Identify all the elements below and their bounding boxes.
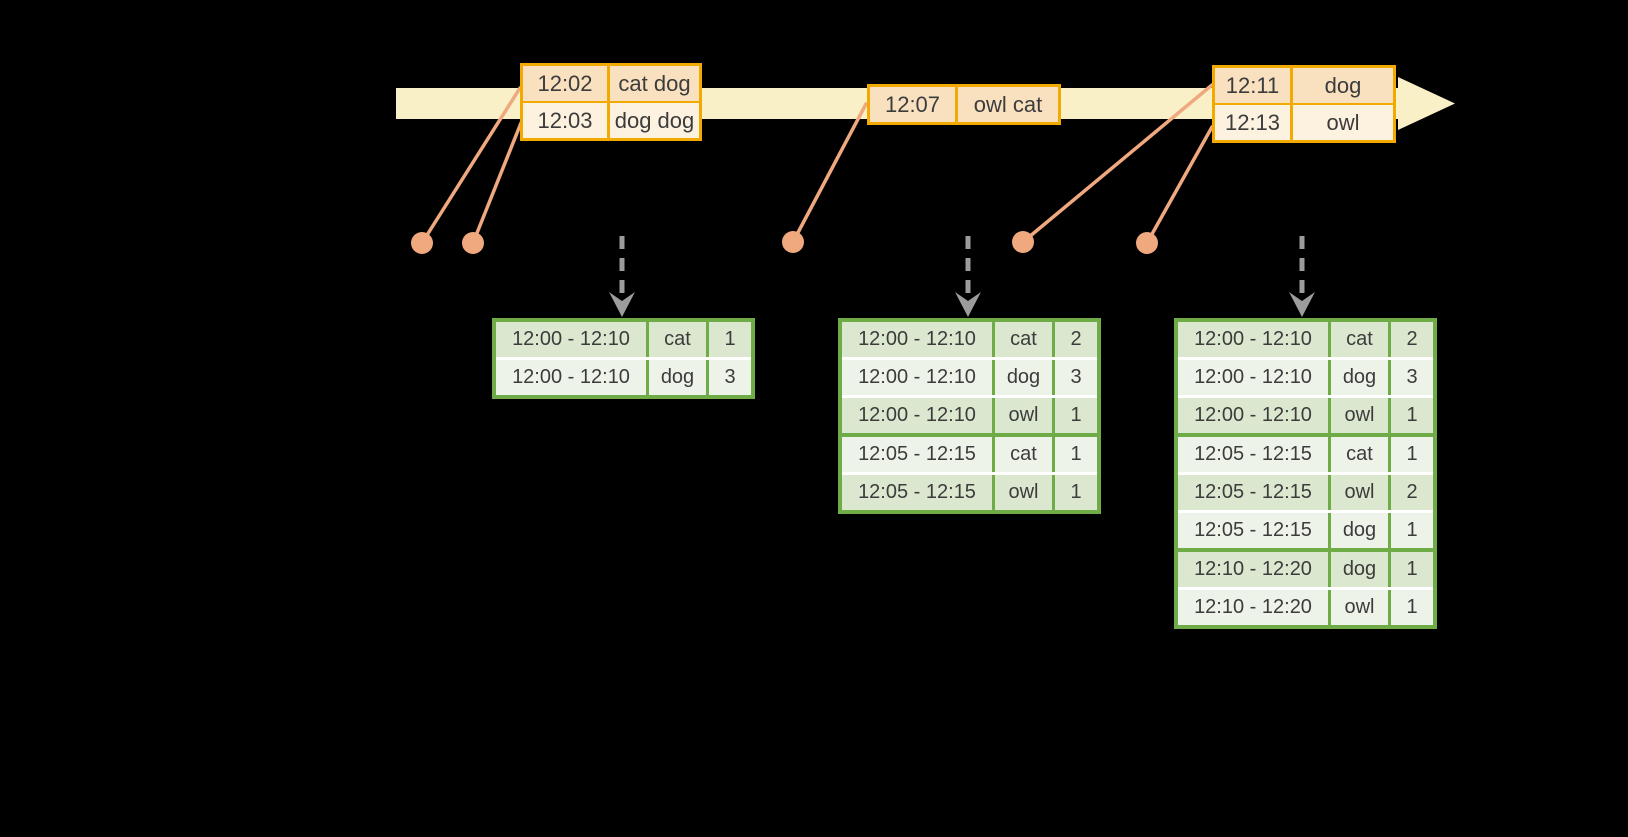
result-word-cell: dog: [1328, 360, 1388, 395]
connector-line: [420, 86, 522, 245]
event-connector-lines: [420, 83, 1214, 245]
event-row: 12:11 dog: [1215, 68, 1393, 103]
connector-line: [791, 102, 868, 244]
result-table-1: 12:00 - 12:10 cat 1 12:00 - 12:10 dog 3: [492, 318, 755, 399]
result-count-cell: 2: [1052, 322, 1097, 357]
trigger-arrow-icon: [1289, 236, 1315, 317]
result-word-cell: cat: [1328, 322, 1388, 357]
result-count-cell: 2: [1388, 322, 1433, 357]
result-count-cell: 1: [1388, 590, 1433, 625]
timeline-arrowhead-icon: [1398, 77, 1455, 130]
result-count-cell: 3: [1388, 360, 1433, 395]
event-words-cell: owl cat: [955, 87, 1058, 122]
result-row: 12:00 - 12:10 owl 1: [1178, 395, 1433, 433]
result-word-cell: cat: [992, 437, 1052, 472]
result-row: 12:00 - 12:10 dog 3: [1178, 357, 1433, 395]
event-dot-icon: [411, 232, 433, 254]
event-time-cell: 12:03: [523, 103, 607, 138]
event-dot-icon: [782, 231, 804, 253]
result-word-cell: owl: [992, 398, 1052, 433]
event-table-1: 12:02 cat dog 12:03 dog dog: [520, 63, 702, 141]
event-row: 12:03 dog dog: [523, 101, 699, 138]
result-window-cell: 12:00 - 12:10: [496, 322, 646, 357]
event-time-cell: 12:13: [1215, 105, 1290, 140]
result-count-cell: 3: [1052, 360, 1097, 395]
event-dot-icon: [462, 232, 484, 254]
result-count-cell: 1: [1052, 475, 1097, 510]
result-count-cell: 2: [1388, 475, 1433, 510]
result-row: 12:00 - 12:10 dog 3: [496, 357, 751, 395]
event-time-cell: 12:11: [1215, 68, 1290, 103]
connector-line: [1021, 83, 1214, 244]
result-window-cell: 12:00 - 12:10: [1178, 360, 1328, 395]
result-word-cell: cat: [646, 322, 706, 357]
result-word-cell: owl: [1328, 398, 1388, 433]
event-words-cell: cat dog: [607, 66, 699, 101]
result-row: 12:00 - 12:10 owl 1: [842, 395, 1097, 433]
result-window-cell: 12:05 - 12:15: [1178, 513, 1328, 548]
result-row: 12:05 - 12:15 cat 1: [842, 433, 1097, 472]
result-word-cell: owl: [992, 475, 1052, 510]
connector-line: [1145, 125, 1214, 245]
event-row: 12:13 owl: [1215, 103, 1393, 140]
event-table-3: 12:11 dog 12:13 owl: [1212, 65, 1396, 143]
result-row: 12:00 - 12:10 cat 1: [496, 322, 751, 357]
result-count-cell: 1: [1388, 398, 1433, 433]
result-word-cell: dog: [1328, 513, 1388, 548]
result-window-cell: 12:00 - 12:10: [1178, 322, 1328, 357]
result-row: 12:10 - 12:20 dog 1: [1178, 548, 1433, 587]
event-row: 12:02 cat dog: [523, 66, 699, 101]
event-dot-icon: [1012, 231, 1034, 253]
result-word-cell: owl: [1328, 590, 1388, 625]
result-count-cell: 1: [1388, 552, 1433, 587]
result-row: 12:00 - 12:10 dog 3: [842, 357, 1097, 395]
result-count-cell: 1: [1388, 437, 1433, 472]
result-count-cell: 1: [1052, 437, 1097, 472]
result-word-cell: cat: [992, 322, 1052, 357]
event-table-2: 12:07 owl cat: [867, 84, 1061, 125]
result-window-cell: 12:00 - 12:10: [842, 360, 992, 395]
result-count-cell: 1: [1052, 398, 1097, 433]
event-time-cell: 12:07: [870, 87, 955, 122]
connector-line: [471, 121, 523, 245]
result-row: 12:00 - 12:10 cat 2: [842, 322, 1097, 357]
result-row: 12:05 - 12:15 owl 2: [1178, 472, 1433, 510]
result-count-cell: 1: [1388, 513, 1433, 548]
result-row: 12:05 - 12:15 cat 1: [1178, 433, 1433, 472]
result-row: 12:00 - 12:10 cat 2: [1178, 322, 1433, 357]
result-window-cell: 12:10 - 12:20: [1178, 552, 1328, 587]
result-word-cell: dog: [992, 360, 1052, 395]
result-row: 12:10 - 12:20 owl 1: [1178, 587, 1433, 625]
result-window-cell: 12:05 - 12:15: [1178, 437, 1328, 472]
result-table-2: 12:00 - 12:10 cat 2 12:00 - 12:10 dog 3 …: [838, 318, 1101, 514]
event-words-cell: owl: [1290, 105, 1393, 140]
result-window-cell: 12:00 - 12:10: [1178, 398, 1328, 433]
result-row: 12:05 - 12:15 dog 1: [1178, 510, 1433, 548]
event-row: 12:07 owl cat: [870, 87, 1058, 122]
result-row: 12:05 - 12:15 owl 1: [842, 472, 1097, 510]
result-window-cell: 12:10 - 12:20: [1178, 590, 1328, 625]
trigger-arrow-icon: [609, 236, 635, 317]
result-window-cell: 12:00 - 12:10: [842, 322, 992, 357]
event-time-cell: 12:02: [523, 66, 607, 101]
result-window-cell: 12:00 - 12:10: [842, 398, 992, 433]
result-word-cell: owl: [1328, 475, 1388, 510]
trigger-arrow-icon: [955, 236, 981, 317]
event-dots: [411, 231, 1158, 254]
event-words-cell: dog: [1290, 68, 1393, 103]
result-window-cell: 12:05 - 12:15: [842, 475, 992, 510]
result-word-cell: dog: [646, 360, 706, 395]
result-word-cell: dog: [1328, 552, 1388, 587]
result-count-cell: 1: [706, 322, 751, 357]
event-dot-icon: [1136, 232, 1158, 254]
result-word-cell: cat: [1328, 437, 1388, 472]
result-window-cell: 12:05 - 12:15: [1178, 475, 1328, 510]
event-words-cell: dog dog: [607, 103, 699, 138]
result-window-cell: 12:05 - 12:15: [842, 437, 992, 472]
result-table-3: 12:00 - 12:10 cat 2 12:00 - 12:10 dog 3 …: [1174, 318, 1437, 629]
result-count-cell: 3: [706, 360, 751, 395]
result-window-cell: 12:00 - 12:10: [496, 360, 646, 395]
